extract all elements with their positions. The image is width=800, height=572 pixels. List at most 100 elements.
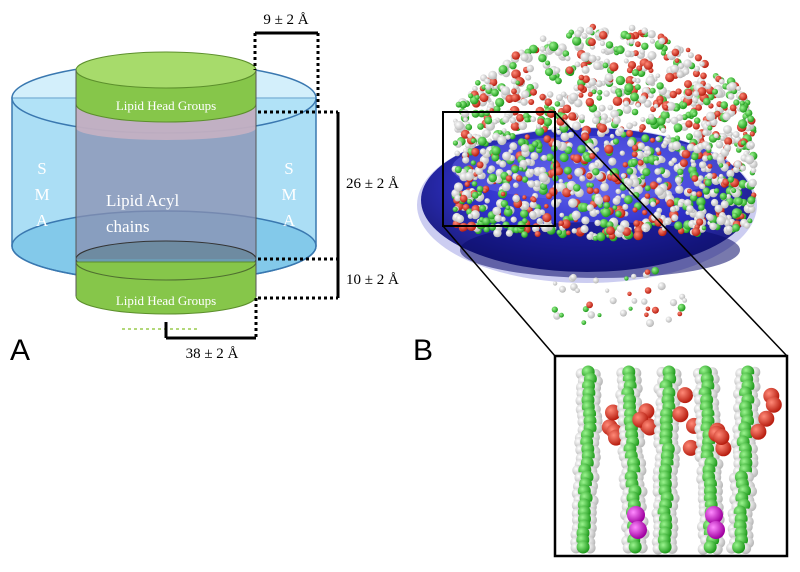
atom-sphere (686, 205, 694, 213)
panel-b: B (413, 23, 789, 558)
atom-sphere (657, 282, 666, 291)
atom-sphere (609, 297, 617, 305)
atom-sphere (685, 120, 693, 128)
atom-sphere (743, 222, 751, 229)
atom-sphere (692, 122, 700, 130)
atom-sphere (559, 285, 566, 293)
atom-sphere (484, 78, 491, 85)
atom-sphere (736, 86, 741, 91)
atom-sphere (674, 106, 680, 112)
atom-sphere (524, 134, 530, 140)
atom-sphere (596, 232, 606, 242)
atom-sphere (576, 540, 590, 554)
atom-sphere (732, 212, 738, 219)
atom-sphere (747, 115, 755, 123)
atom-sphere (509, 142, 518, 151)
atom-sphere (612, 138, 620, 145)
atom-sphere (713, 133, 719, 139)
atom-sphere (455, 101, 462, 108)
acyl-label-line1: Lipid Acyl (106, 191, 179, 210)
atom-sphere (636, 65, 643, 72)
atom-sphere (639, 49, 646, 55)
atom-sphere (605, 41, 614, 49)
atom-sphere (466, 198, 473, 205)
atom-sphere (566, 32, 573, 39)
atom-sphere (716, 215, 726, 226)
atom-sphere (539, 35, 547, 42)
atom-sphere (463, 148, 469, 154)
atom-sphere (692, 111, 698, 117)
atom-sphere (519, 209, 529, 218)
atom-sphere (510, 216, 517, 223)
magnified-region-box (442, 111, 556, 227)
atom-sphere (725, 194, 731, 199)
atom-sphere (692, 97, 699, 103)
atom-sphere (482, 217, 491, 226)
atom-sphere (745, 155, 755, 165)
atom-sphere (509, 117, 516, 124)
atom-sphere (471, 181, 478, 187)
dimension-top-label: 9 ± 2 Å (263, 12, 308, 28)
atom-sphere (691, 175, 699, 182)
atom-sphere (511, 93, 520, 103)
atom-sphere (644, 269, 651, 275)
atom-sphere (604, 144, 614, 154)
atom-sphere (681, 114, 688, 121)
atom-sphere (476, 185, 484, 193)
atom-sphere (544, 67, 554, 77)
atom-sphere (557, 199, 562, 204)
atom-sphere (654, 186, 664, 196)
atom-sphere (588, 38, 596, 46)
atom-sphere (706, 213, 714, 221)
atom-sphere (533, 180, 541, 188)
atom-sphere (452, 206, 458, 212)
atom-sphere (651, 306, 659, 314)
atom-sphere (578, 74, 585, 81)
atom-sphere (739, 92, 748, 101)
atom-sphere (632, 144, 639, 152)
atom-sphere (631, 108, 639, 116)
atom-sphere (695, 210, 705, 221)
atom-sphere (750, 423, 767, 440)
atom-sphere (612, 205, 618, 211)
atom-sphere (637, 159, 644, 166)
atom-sphere (682, 298, 688, 303)
atom-sphere (559, 212, 565, 218)
atom-sphere (581, 216, 590, 225)
atom-sphere (705, 506, 723, 524)
dimension-right-upper-label: 26 ± 2 Å (346, 176, 399, 192)
atom-sphere (644, 193, 651, 199)
atom-sphere (633, 220, 640, 227)
atom-sphere (574, 167, 583, 177)
atom-sphere (568, 112, 577, 121)
atom-sphere (696, 197, 706, 207)
atom-sphere (657, 117, 666, 126)
atom-sphere (620, 193, 626, 199)
atom-sphere (559, 312, 564, 318)
sma-left-m: M (34, 185, 49, 204)
atom-sphere (594, 195, 604, 205)
atom-sphere (585, 97, 594, 107)
atom-sphere (665, 117, 671, 124)
atom-sphere (739, 104, 748, 113)
atom-sphere (464, 171, 474, 181)
atom-sphere (691, 191, 697, 197)
atom-sphere (676, 70, 684, 79)
atom-sphere (573, 184, 581, 192)
atom-sphere (720, 101, 728, 109)
atom-sphere (489, 78, 498, 87)
atom-sphere (580, 202, 589, 212)
atom-sphere (610, 109, 619, 119)
atom-sphere (562, 187, 572, 198)
atom-sphere (509, 61, 517, 70)
atom-sphere (747, 218, 753, 224)
atom-sphere (609, 133, 615, 139)
atom-sphere (502, 221, 510, 229)
head-group-bottom-band (75, 261, 257, 315)
atom-sphere (555, 77, 562, 85)
atom-sphere (582, 306, 589, 313)
atom-sphere (642, 209, 648, 216)
atom-sphere (724, 137, 733, 146)
atom-sphere (453, 182, 464, 192)
dimension-top: 9 ± 2 Å (253, 12, 320, 108)
